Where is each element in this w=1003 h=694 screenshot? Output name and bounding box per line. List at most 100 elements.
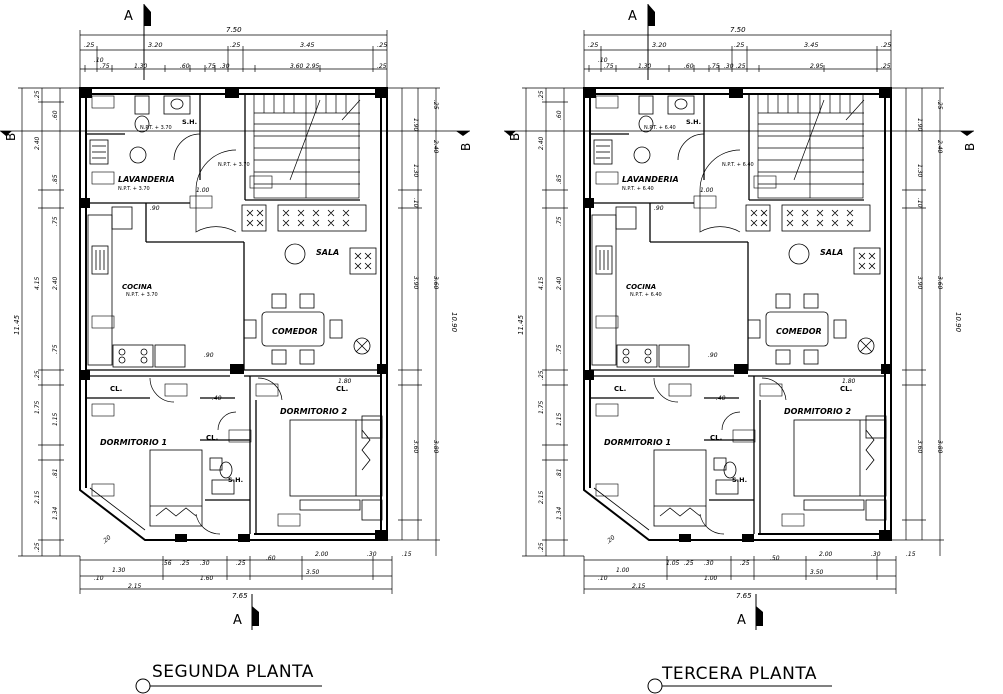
kitchen-fixtures bbox=[591, 206, 690, 368]
dim-label: .75 bbox=[100, 63, 110, 70]
dim-label: 2.40 bbox=[556, 276, 563, 290]
living-room-furniture bbox=[745, 204, 881, 365]
dim-label: 2.40 bbox=[34, 136, 41, 150]
room-label-closet: CL. bbox=[840, 385, 852, 393]
dim-label: 1.80 bbox=[338, 378, 352, 385]
dim-label: .25 bbox=[936, 100, 943, 110]
section-b-label: B bbox=[508, 133, 522, 141]
dim-label: .20 bbox=[605, 534, 617, 546]
staircase bbox=[757, 93, 865, 199]
right-dimensions bbox=[388, 87, 440, 556]
dim-label: 1.00 bbox=[700, 187, 714, 194]
dim-label: 3.80 bbox=[432, 440, 439, 454]
dim-label: 1.00 bbox=[704, 575, 718, 582]
bathroom-1-fixtures bbox=[89, 95, 201, 165]
dim-label: 1.30 bbox=[112, 567, 126, 574]
columns bbox=[80, 88, 387, 542]
dim-overall-width: 7.50 bbox=[730, 26, 746, 34]
level-label: N.P.T. + 6.40 bbox=[644, 125, 676, 131]
room-label-lavanderia: LAVANDERIA bbox=[622, 175, 679, 184]
dim-label: .25 bbox=[34, 542, 41, 552]
dim-label: .75 bbox=[52, 344, 59, 354]
dim-label: 1.75 bbox=[34, 400, 41, 414]
dim-label: .15 bbox=[402, 551, 412, 558]
dim-label: .30 bbox=[724, 63, 734, 70]
dim-label: 1.90 bbox=[916, 118, 923, 132]
dim-label: 3.60 bbox=[412, 440, 419, 454]
plan-segunda: A A B B 7.50 bbox=[0, 4, 473, 694]
level-label: N.P.T. + 6.40 bbox=[722, 162, 754, 168]
top-dimensions bbox=[79, 30, 388, 90]
room-label-lavanderia: LAVANDERIA bbox=[118, 175, 175, 184]
dim-label: .25 bbox=[538, 90, 545, 100]
dim-label: .25 bbox=[432, 100, 439, 110]
dim-label: 2.40 bbox=[538, 136, 545, 150]
dim-label: .25 bbox=[736, 63, 746, 70]
section-a-label: A bbox=[737, 613, 746, 628]
section-a-label: A bbox=[628, 9, 637, 24]
dim-overall-height: 10.90 bbox=[954, 312, 962, 333]
section-b-right-marker: B bbox=[960, 131, 977, 151]
door-swings bbox=[653, 149, 787, 535]
room-label-closet: CL. bbox=[710, 434, 722, 442]
bedroom-furniture bbox=[79, 415, 383, 541]
dim-label: .40 bbox=[212, 395, 222, 402]
dim-label: 2.15 bbox=[538, 490, 545, 504]
level-tags bbox=[91, 95, 301, 527]
dim-label: .30 bbox=[200, 560, 210, 567]
dim-label: 3.60 bbox=[916, 440, 923, 454]
left-dimensions bbox=[18, 87, 80, 557]
dim-label: 2.40 bbox=[52, 276, 59, 290]
dim-label: 2.15 bbox=[128, 583, 142, 590]
dim-label: .30 bbox=[871, 551, 881, 558]
dim-label: 1.05 bbox=[666, 560, 680, 567]
dim-label: .10 bbox=[94, 575, 104, 582]
dim-label: .81 bbox=[556, 468, 563, 478]
plan-title-block: SEGUNDA PLANTA bbox=[135, 662, 322, 694]
dim-label: 3.50 bbox=[306, 569, 320, 576]
room-label-closet: CL. bbox=[110, 385, 122, 393]
dim-label: .25 bbox=[180, 560, 190, 567]
dim-label: .56 bbox=[162, 560, 172, 567]
door-swings bbox=[149, 149, 283, 535]
dim-label: 1.30 bbox=[412, 164, 419, 178]
dim-label: .25 bbox=[740, 560, 750, 567]
room-label-cocina: COCINA bbox=[122, 283, 152, 291]
room-label-closet: CL. bbox=[206, 434, 218, 442]
dim-label: 2.95 bbox=[810, 63, 824, 70]
level-label: N.P.T. + 3.70 bbox=[118, 186, 150, 192]
dim-label: .20 bbox=[101, 534, 113, 546]
dim-label: .25 bbox=[377, 63, 387, 70]
bathroom-1-fixtures bbox=[593, 95, 705, 165]
dim-label: .90 bbox=[708, 352, 718, 359]
dim-label: .25 bbox=[684, 560, 694, 567]
dim-label: .75 bbox=[556, 216, 563, 226]
dim-label: 4.15 bbox=[538, 276, 545, 290]
plan-tercera: A A B B 7.50 .25 3. bbox=[504, 4, 977, 694]
dim-label: 3.45 bbox=[804, 41, 818, 49]
dim-label: 1.34 bbox=[556, 506, 563, 520]
room-label-sh: S.H. bbox=[228, 476, 243, 484]
room-label-dormitorio-1: DORMITORIO 1 bbox=[100, 438, 167, 447]
dim-label: .10 bbox=[598, 575, 608, 582]
dim-label: 1.00 bbox=[196, 187, 210, 194]
section-b-label: B bbox=[459, 143, 473, 151]
dim-label: .60 bbox=[266, 555, 276, 562]
section-a-label: A bbox=[124, 9, 133, 24]
bottom-dimensions bbox=[79, 556, 393, 594]
dim-label: .75 bbox=[52, 216, 59, 226]
dim-label: 1.15 bbox=[52, 412, 59, 426]
dim-label: 1.75 bbox=[538, 400, 545, 414]
dim-label: 3.80 bbox=[936, 440, 943, 454]
room-label-dormitorio-2: DORMITORIO 2 bbox=[280, 407, 348, 416]
room-label-closet: CL. bbox=[336, 385, 348, 393]
room-label-comedor: COMEDOR bbox=[272, 327, 318, 336]
dim-label: .60 bbox=[684, 63, 694, 70]
dim-label: 3.45 bbox=[300, 41, 314, 49]
dim-label: .25 bbox=[34, 370, 41, 380]
level-label: N.P.T. + 6.40 bbox=[630, 292, 662, 298]
bedroom-furniture bbox=[583, 415, 887, 541]
dim-label: 2.15 bbox=[632, 583, 646, 590]
dim-label: 3.60 bbox=[936, 276, 943, 290]
